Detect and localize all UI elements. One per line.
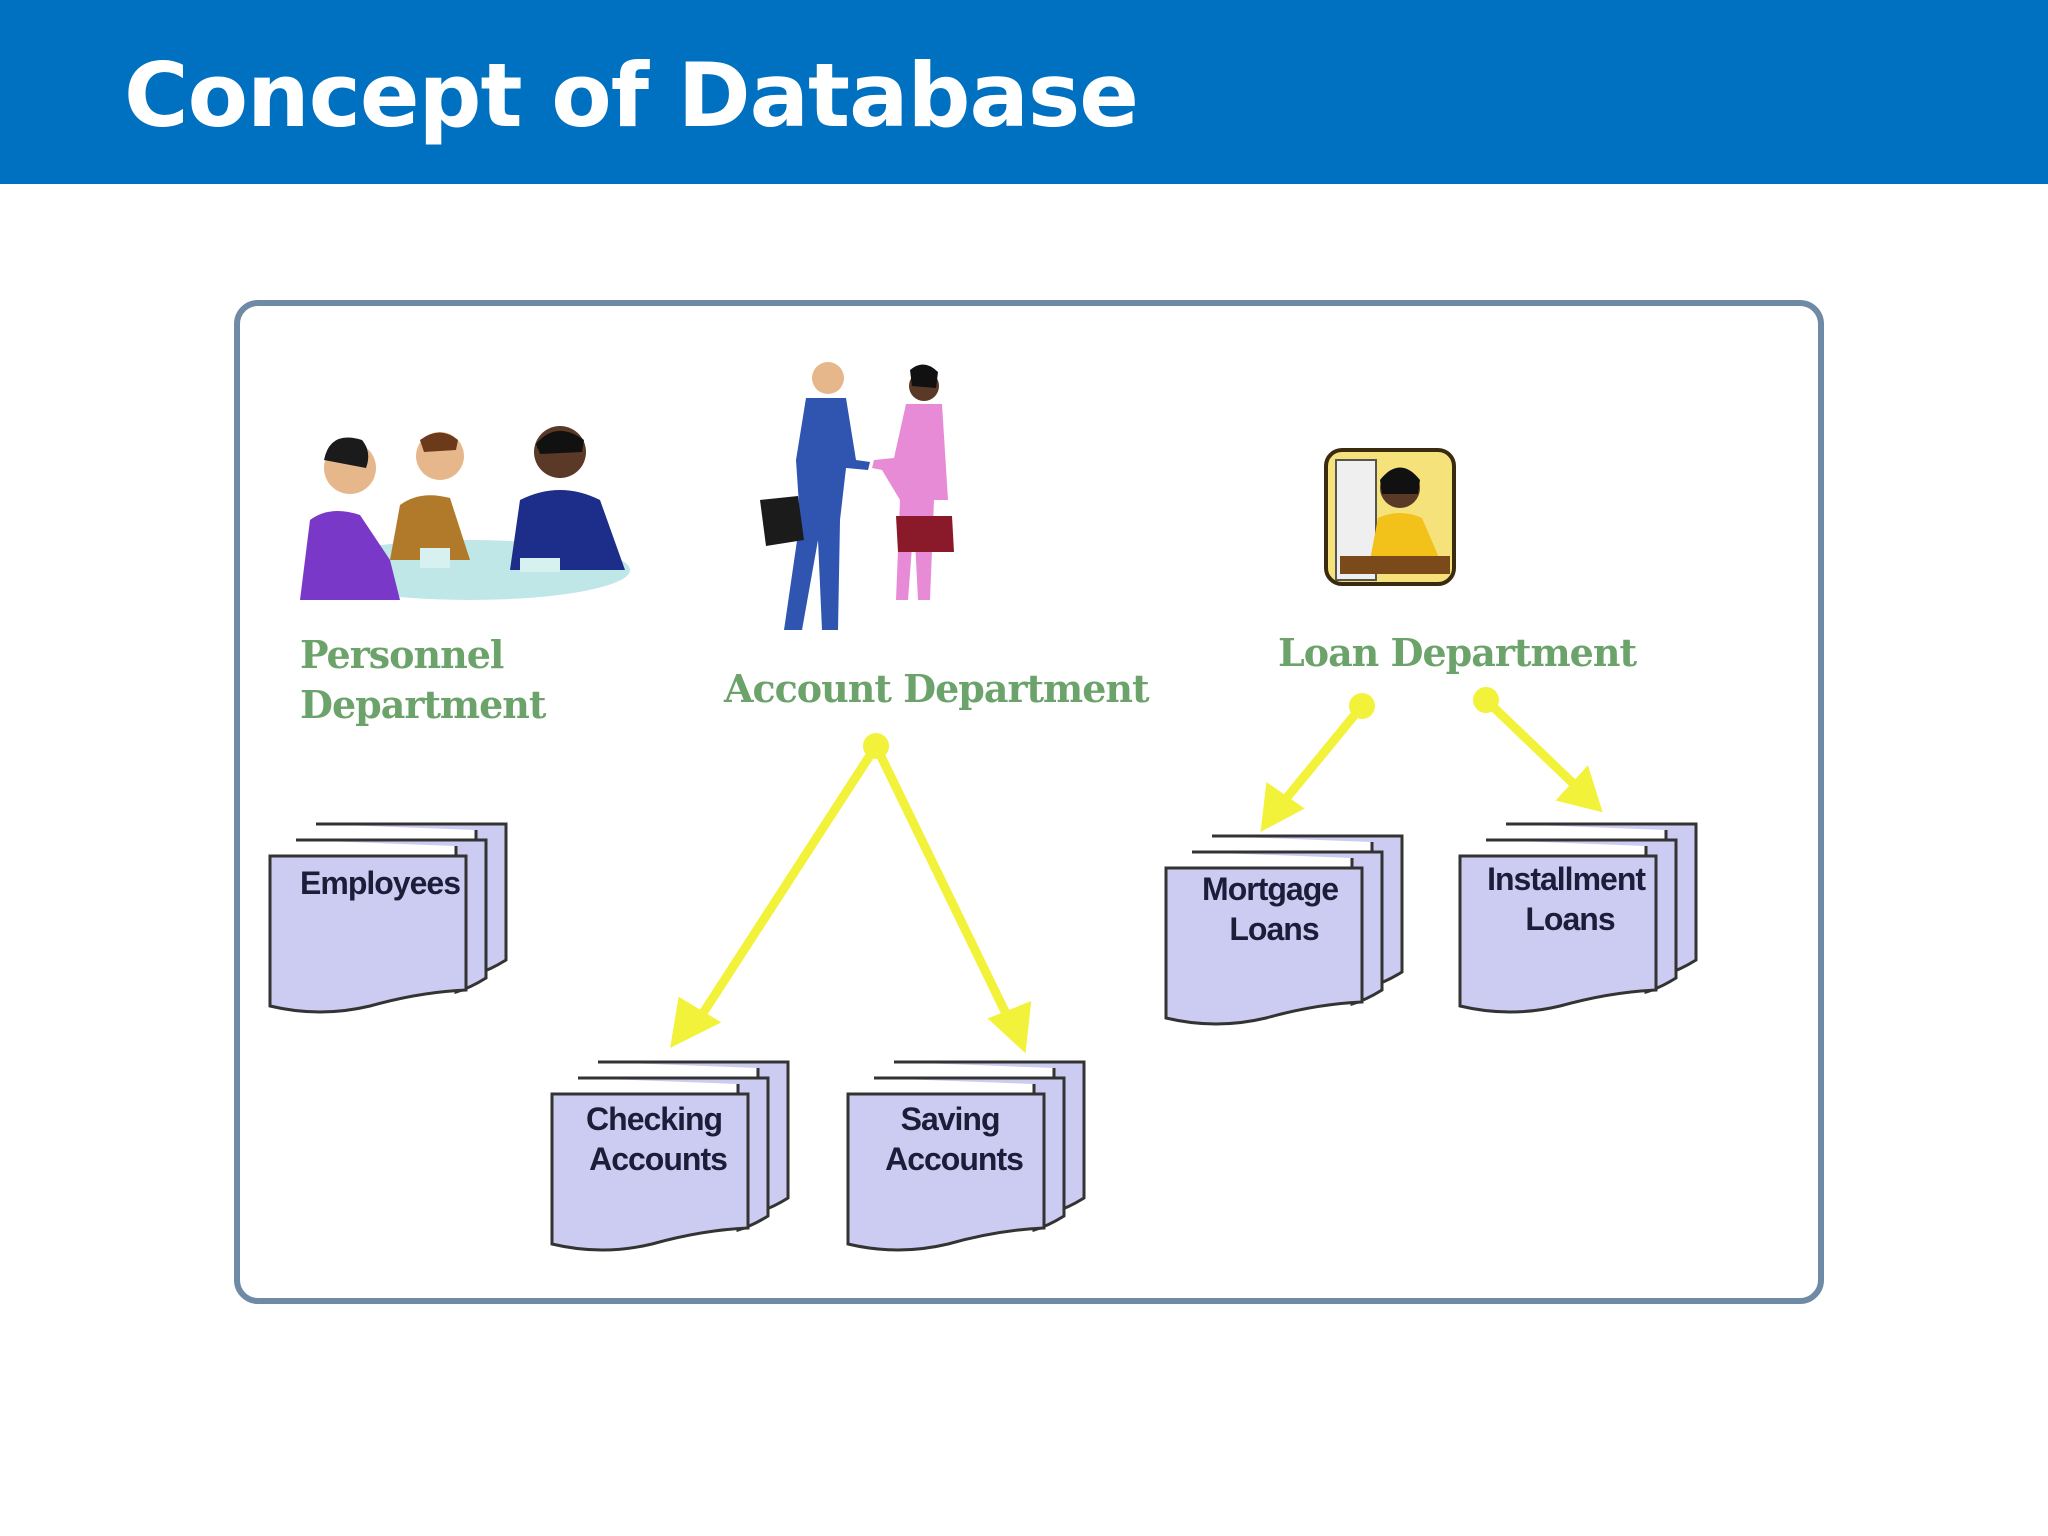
personnel-department-label: Personnel Department: [300, 632, 546, 727]
saving-accounts-file-stack: Saving Accounts: [846, 1056, 1086, 1252]
slide-title: Concept of Database: [124, 44, 1139, 147]
checking-accounts-file-label: Checking Accounts: [586, 1101, 730, 1177]
checking-accounts-file-stack: Checking Accounts: [550, 1056, 790, 1252]
installment-loans-file-label: Installment Loans: [1487, 861, 1653, 937]
employees-file-label: Employees: [300, 865, 460, 901]
arrow-loan-to-installment: [1473, 687, 1603, 813]
arrow-account-to-saving: [871, 741, 1032, 1054]
loan-department-label: Loan Department: [1278, 630, 1637, 675]
loan-officer-clipart: [1324, 448, 1456, 586]
title-bar: Concept of Database: [0, 0, 2048, 184]
arrow-account-to-checking: [670, 733, 889, 1048]
account-department-label: Account Department: [724, 666, 1150, 711]
mortgage-loans-file-stack: Mortgage Loans: [1164, 830, 1404, 1026]
arrow-loan-to-mortgage: [1260, 693, 1375, 833]
installment-loans-file-stack: Installment Loans: [1458, 818, 1698, 1014]
meeting-people-clipart: [300, 426, 630, 600]
employees-file-stack: Employees: [268, 818, 508, 1014]
handshake-clipart: [760, 362, 954, 630]
saving-accounts-file-label: Saving Accounts: [885, 1101, 1023, 1177]
mortgage-loans-file-label: Mortgage Loans: [1202, 871, 1346, 947]
